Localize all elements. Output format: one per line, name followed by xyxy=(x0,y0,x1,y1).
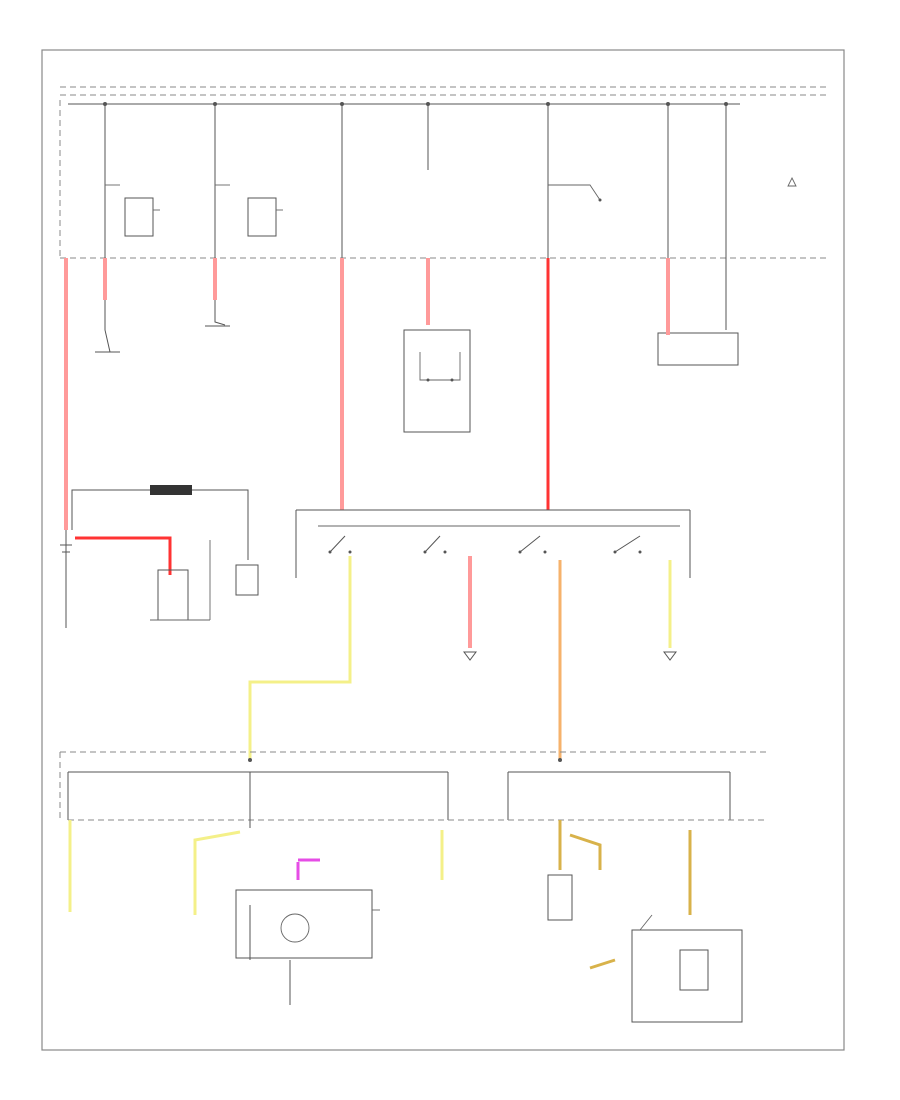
lower-outputs xyxy=(68,772,692,915)
fuse-branch-2 xyxy=(214,104,283,258)
battery-starter-area xyxy=(60,485,259,628)
ignition-outputs xyxy=(248,556,677,760)
ignition-switch xyxy=(295,509,691,578)
bottom-right-components xyxy=(547,874,743,1023)
fuse-module-right xyxy=(657,330,739,366)
fuse-branch-4 xyxy=(547,104,602,258)
underhood-fuse-block xyxy=(60,102,828,259)
fuse-branch-6 xyxy=(787,176,797,187)
relay-box xyxy=(403,329,471,433)
diagram-frame xyxy=(41,49,845,1051)
component-motor-2 xyxy=(205,300,230,327)
fuse-branch-1 xyxy=(104,104,160,258)
feed-wires xyxy=(64,258,727,530)
instrument-panel-fuse-block xyxy=(59,751,770,821)
header-dashed-lines xyxy=(59,86,828,260)
bottom-relay-module xyxy=(235,889,380,1005)
component-lamp-1 xyxy=(95,300,120,353)
